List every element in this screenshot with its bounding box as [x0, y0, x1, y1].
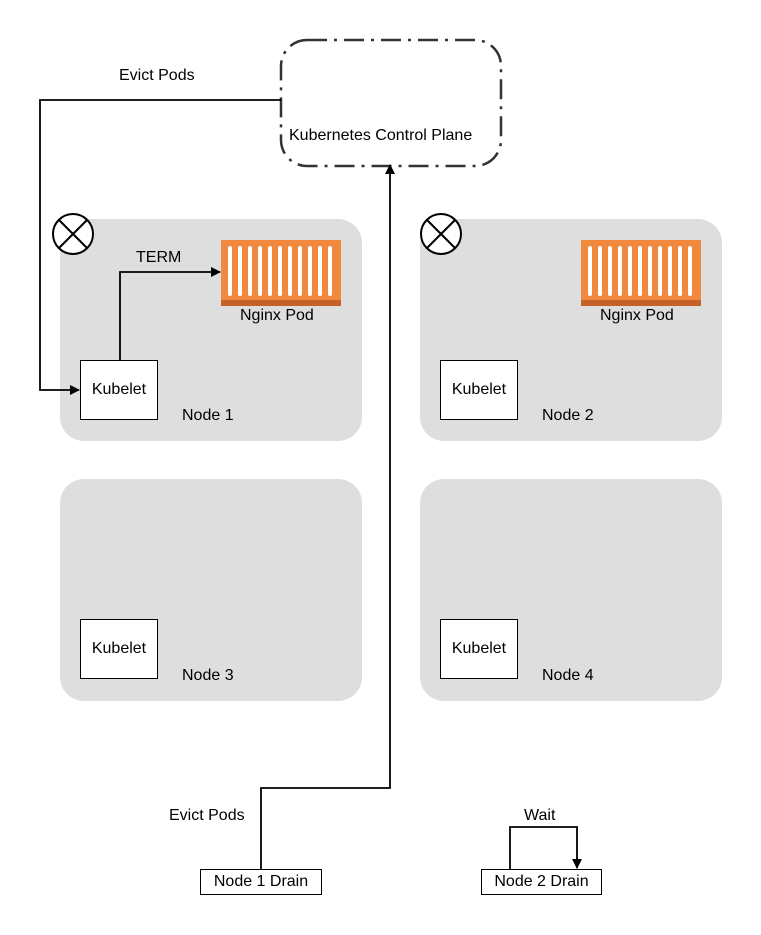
- wait-label: Wait: [524, 807, 556, 824]
- node-2-cordon-icon: [420, 213, 462, 255]
- node-1-drain-box: Node 1 Drain: [200, 869, 322, 895]
- node-1-pod-icon: [221, 240, 341, 306]
- evict-pods-top-label: Evict Pods: [119, 67, 195, 84]
- node-2-pod-icon: [581, 240, 701, 306]
- node-4: Kubelet Node 4: [420, 479, 722, 701]
- evict-arrow-to-kubelet: [39, 99, 281, 395]
- control-plane-label: Kubernetes Control Plane: [289, 127, 473, 144]
- node-4-kubelet: Kubelet: [440, 619, 518, 679]
- node-3-label: Node 3: [182, 667, 234, 684]
- wait-loop-arrow: [509, 826, 582, 869]
- node-1-pod-label: Nginx Pod: [240, 307, 314, 324]
- drain-evict-arrow: [260, 164, 395, 869]
- node-4-label: Node 4: [542, 667, 594, 684]
- node-1-cordon-icon: [52, 213, 94, 255]
- term-label: TERM: [136, 249, 182, 266]
- evict-pods-bottom-label: Evict Pods: [169, 807, 245, 824]
- node-1-label: Node 1: [182, 407, 234, 424]
- term-arrow: [119, 267, 221, 360]
- node-2-pod-label: Nginx Pod: [600, 307, 674, 324]
- node-1-kubelet: Kubelet: [80, 360, 158, 420]
- node-1: Kubelet Node 1 Nginx Pod: [60, 219, 362, 441]
- node-2: Kubelet Node 2 Nginx Pod: [420, 219, 722, 441]
- node-3-kubelet: Kubelet: [80, 619, 158, 679]
- node-2-kubelet: Kubelet: [440, 360, 518, 420]
- node-2-label: Node 2: [542, 407, 594, 424]
- node-2-drain-box: Node 2 Drain: [481, 869, 602, 895]
- node-3: Kubelet Node 3: [60, 479, 362, 701]
